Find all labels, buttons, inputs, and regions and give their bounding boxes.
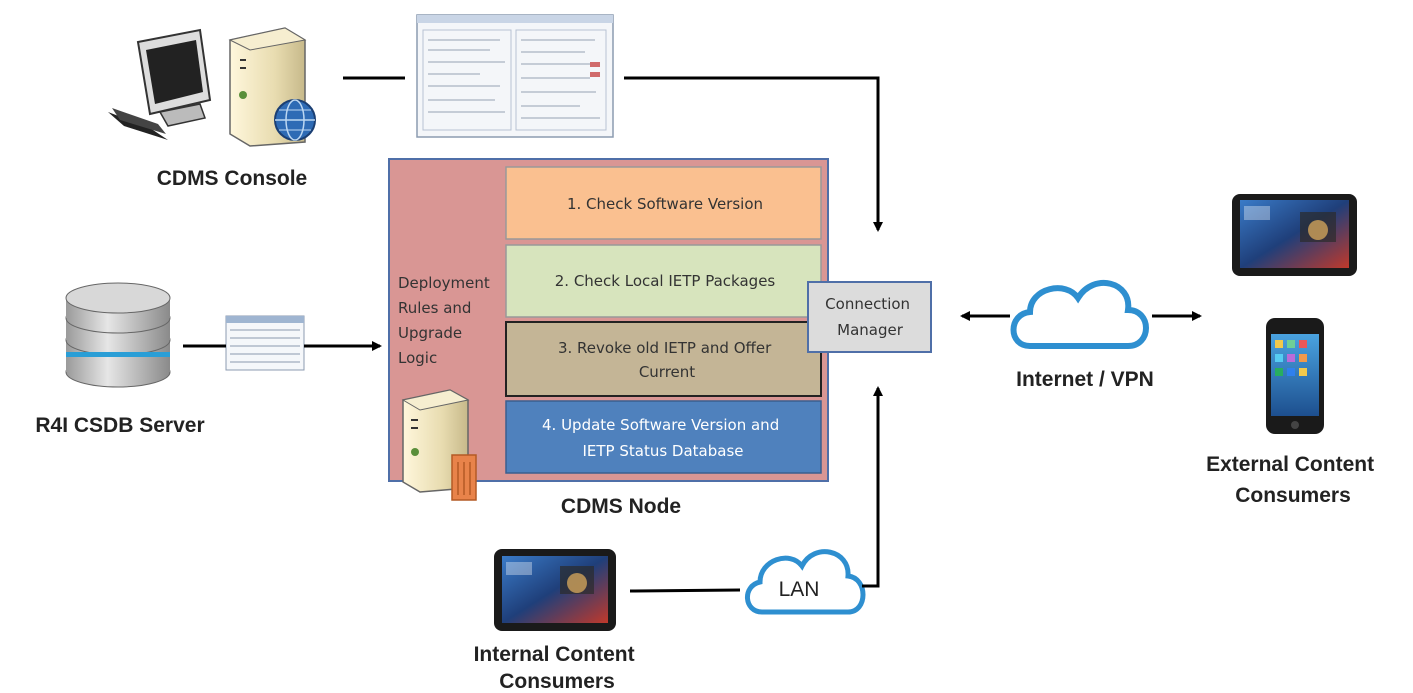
- internal-consumers-label: Internal Content Consumers: [474, 643, 641, 693]
- console-to-connection-manager-arrow: [624, 76, 883, 232]
- step-box-3: 3. Revoke old IETP and Offer Current: [505, 321, 822, 397]
- smartphone-icon: [1266, 318, 1324, 434]
- external-consumers-label: External Content Consumers: [1206, 453, 1380, 507]
- lan-to-connection-manager-arrow: [862, 386, 883, 588]
- internal-tablet-icon: [494, 549, 616, 631]
- step-1-text: 1. Check Software Version: [567, 195, 763, 213]
- console-application-window-thumbnail: [416, 14, 614, 138]
- desktop-computer-and-server-icon: [108, 27, 316, 147]
- connection-manager-box: Connection Manager: [807, 281, 932, 353]
- connection-manager-text: Connection Manager: [825, 295, 915, 339]
- data-table-thumbnail-icon: [225, 315, 305, 371]
- internet-vpn-label: Internet / VPN: [1016, 368, 1154, 391]
- cloud-icon: [1010, 279, 1149, 349]
- lan-cloud-icon: [745, 549, 866, 615]
- step-3-text: 3. Revoke old IETP and Offer Current: [558, 339, 776, 381]
- tablet-to-lan-line: [629, 588, 741, 593]
- database-server-icon: [65, 282, 171, 388]
- cdms-node-label: CDMS Node: [561, 495, 681, 518]
- side-line-3: Upgrade: [398, 324, 462, 342]
- step-box-1: 1. Check Software Version: [505, 166, 822, 240]
- lan-label: LAN: [779, 578, 820, 601]
- step-box-2: 2. Check Local IETP Packages: [505, 244, 822, 318]
- tablet-icon: [1232, 194, 1357, 276]
- step-box-4: 4. Update Software Version and IETP Stat…: [505, 400, 822, 474]
- side-line-4: Logic: [398, 349, 437, 367]
- deployment-rules-label: Deployment Rules and Upgrade Logic: [398, 274, 495, 367]
- side-line-1: Deployment: [398, 274, 490, 292]
- step-4-text: 4. Update Software Version and IETP Stat…: [542, 416, 784, 460]
- cdms-console-label: CDMS Console: [157, 167, 308, 190]
- node-server-icon: [401, 389, 477, 501]
- side-line-2: Rules and: [398, 299, 471, 317]
- csdb-server-label: R4I CSDB Server: [35, 414, 204, 437]
- step-2-text: 2. Check Local IETP Packages: [555, 272, 776, 290]
